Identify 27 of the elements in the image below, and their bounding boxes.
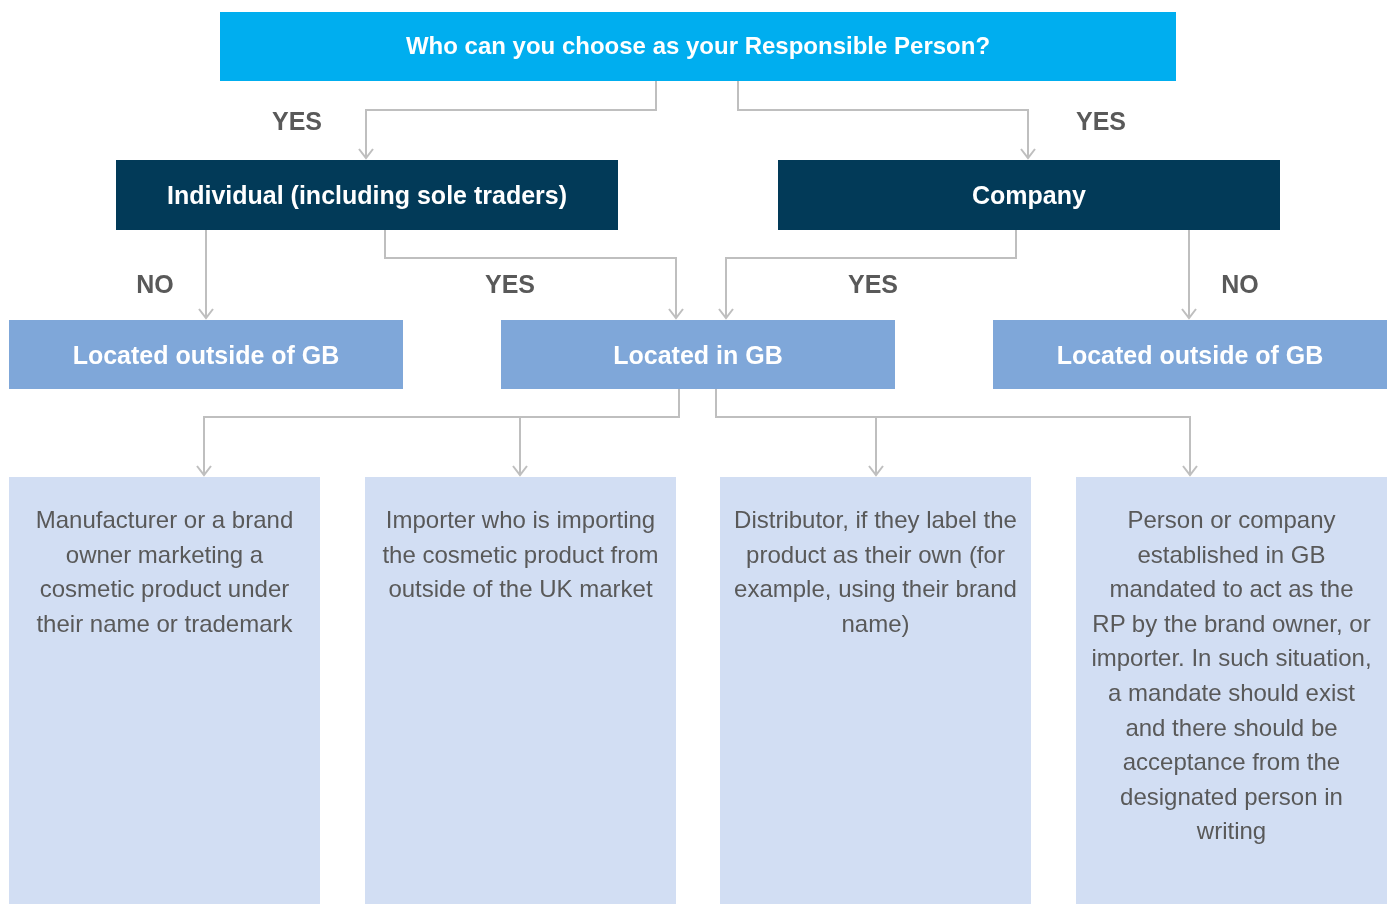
- connector-arrow: [198, 229, 214, 319]
- description-box: [365, 477, 676, 904]
- connector-arrow: [718, 229, 1017, 319]
- node-text: Distributor, if they label the product as their own (for example, using their brand name): [734, 505, 1017, 639]
- process-box: [501, 320, 895, 389]
- connector-arrow: [358, 80, 657, 159]
- process-box: [993, 320, 1387, 389]
- process-box: [116, 160, 618, 230]
- description-box: [1076, 477, 1387, 904]
- node-text: Importer who is importing the cosmetic product from outside of the UK market: [381, 505, 660, 605]
- process-box: [9, 320, 403, 389]
- node-text: Located outside of GB: [1056, 339, 1324, 370]
- connector-arrow: [737, 80, 1036, 159]
- process-box: [220, 12, 1176, 81]
- node-text: Located in GB: [613, 339, 783, 370]
- node-text: Person or company established in GB mandated to act as the RP by the brand owner, or importer. In such situation, a mandate should exist and there should be acceptance from the designated person in writing: [1090, 505, 1373, 847]
- description-box: [720, 477, 1031, 904]
- connector-arrow: [512, 388, 680, 476]
- node-text: Individual (including sole traders): [166, 180, 568, 210]
- node-text: Company: [972, 180, 1086, 210]
- connector-arrow: [1181, 229, 1197, 319]
- node-text: Located outside of GB: [72, 339, 340, 370]
- node-text: Who can you choose as your Responsible Person?: [405, 32, 991, 61]
- connector-arrow: [384, 229, 684, 319]
- description-box: [9, 477, 320, 904]
- process-box: [778, 160, 1280, 230]
- node-text: Manufacturer or a brand owner marketing a cosmetic product under their name or trademark: [34, 505, 295, 639]
